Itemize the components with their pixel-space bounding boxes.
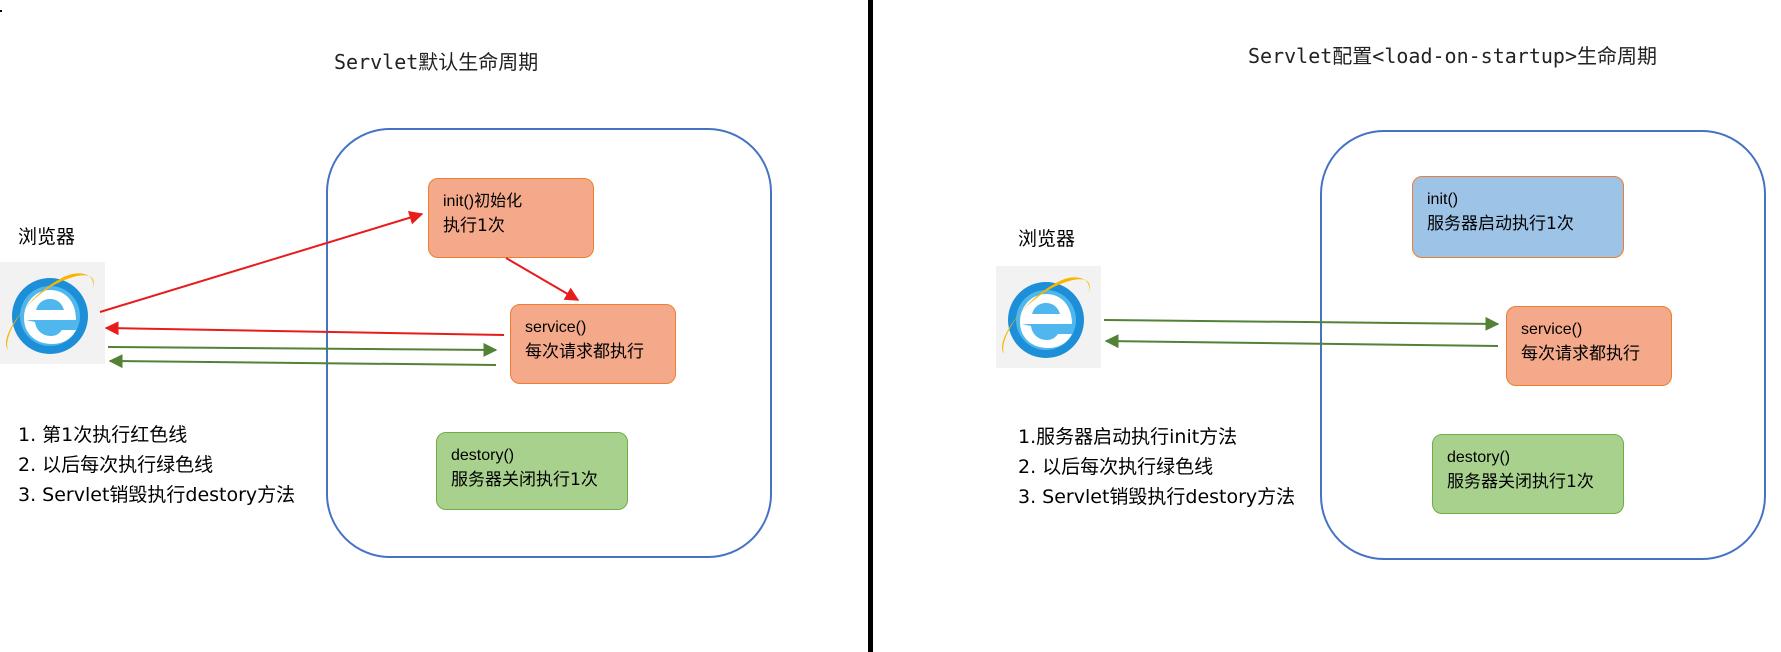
servlet-container xyxy=(326,128,772,558)
green-arrow-service-to-browser xyxy=(108,354,497,369)
init-node: init() 服务器启动执行1次 xyxy=(1412,176,1624,258)
service-node: service() 每次请求都执行 xyxy=(510,304,676,384)
init-description: 服务器启动执行1次 xyxy=(1427,214,1574,234)
internet-explorer-icon xyxy=(0,262,105,364)
destroy-description: 服务器关闭执行1次 xyxy=(451,470,598,490)
steps-list: 1. 第1次执行红色线 2. 以后每次执行绿色线 3. Servlet销毁执行d… xyxy=(18,420,295,510)
destroy-description: 服务器关闭执行1次 xyxy=(1447,472,1594,492)
steps-list: 1.服务器启动执行init方法 2. 以后每次执行绿色线 3. Servlet销… xyxy=(1018,422,1295,512)
default-lifecycle-panel: Servlet默认生命周期 init()初始化 执行1次 service() 每… xyxy=(0,0,868,652)
service-description: 每次请求都执行 xyxy=(1521,344,1640,364)
internet-explorer-icon xyxy=(996,266,1101,368)
step-item: 1. 第1次执行红色线 xyxy=(18,424,188,446)
destroy-node: destory() 服务器关闭执行1次 xyxy=(1432,434,1624,514)
green-arrow-browser-to-service xyxy=(107,342,498,357)
service-node: service() 每次请求都执行 xyxy=(1506,306,1672,386)
step-item: 3. Servlet销毁执行destory方法 xyxy=(1018,486,1296,508)
init-method-label: init()初始化 xyxy=(443,193,523,210)
corner-mark xyxy=(0,10,2,12)
lifecycle-arrows xyxy=(99,210,580,369)
step-item: 3. Servlet销毁执行destory方法 xyxy=(18,484,296,506)
destroy-method-label: destory() xyxy=(1447,449,1511,466)
servlet-container xyxy=(1320,130,1766,560)
service-description: 每次请求都执行 xyxy=(525,342,644,362)
init-description: 执行1次 xyxy=(443,216,505,236)
service-method-label: service() xyxy=(525,319,587,336)
lifecycle-arrows xyxy=(1103,316,1500,349)
panel-title: Servlet配置<load-on-startup>生命周期 xyxy=(1248,44,1657,68)
step-item: 2. 以后每次执行绿色线 xyxy=(1018,456,1214,478)
init-method-label: init() xyxy=(1427,191,1459,208)
panel-divider xyxy=(868,0,873,652)
browser-label: 浏览器 xyxy=(1018,228,1076,250)
step-item: 2. 以后每次执行绿色线 xyxy=(18,454,214,476)
destroy-method-label: destory() xyxy=(451,447,515,464)
load-on-startup-panel: Servlet配置<load-on-startup>生命周期 init() 服务… xyxy=(874,0,1781,652)
green-arrow-browser-to-service xyxy=(1103,316,1500,331)
panel-title: Servlet默认生命周期 xyxy=(334,50,539,74)
init-node: init()初始化 执行1次 xyxy=(428,178,594,258)
destroy-node: destory() 服务器关闭执行1次 xyxy=(436,432,628,510)
red-arrow-init-to-service xyxy=(505,257,580,301)
step-item: 1.服务器启动执行init方法 xyxy=(1018,426,1238,448)
browser-label: 浏览器 xyxy=(18,226,76,248)
red-arrow-browser-to-init xyxy=(99,210,424,313)
red-arrow-service-to-browser xyxy=(104,321,505,336)
service-method-label: service() xyxy=(1521,321,1583,338)
green-arrow-service-to-browser xyxy=(1104,334,1499,349)
